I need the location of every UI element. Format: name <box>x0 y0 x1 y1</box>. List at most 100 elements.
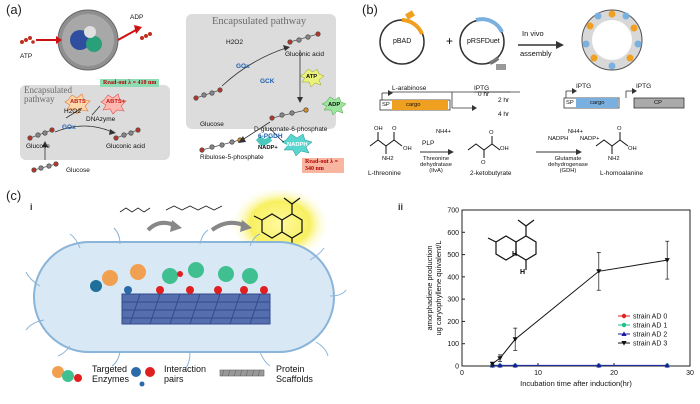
data-point <box>596 269 602 274</box>
gox-left-label: GOx <box>62 124 76 131</box>
nadp-label-b: NADP+ <box>580 136 600 142</box>
legend-marker-3 <box>621 341 627 346</box>
nh4-label-1: NH4+ <box>436 129 451 135</box>
panel-c-i-label: i <box>30 202 33 212</box>
panel-c-ii-label: ii <box>398 202 404 212</box>
dnazyme-label: DNAzyme <box>86 116 116 123</box>
in-vivo-label: In vivo <box>522 29 544 38</box>
y-tick-label: 400 <box>447 274 459 281</box>
intermediate-molecule-icon <box>165 205 223 211</box>
data-point <box>664 362 670 368</box>
nh2-label-2: NH2 <box>608 156 620 162</box>
legend-interaction-pairs: Interaction pairs <box>164 364 207 385</box>
nadph-label-a: NADPH <box>287 142 308 148</box>
legend-targeted-enzymes: Targeted Enzymes <box>92 364 130 385</box>
panel-c-label: (c) <box>6 188 22 203</box>
panel-b-graphics <box>369 9 685 158</box>
nadph-label-b: NADPH <box>548 136 569 142</box>
x-axis-label: Incubation time after induction(hr) <box>520 379 632 388</box>
o-label-1: O <box>392 126 397 132</box>
o-label-2: O <box>481 160 486 166</box>
gluconic-left-label: Gluconic acid <box>106 143 146 150</box>
y-tick-label: 300 <box>447 297 459 304</box>
panel-a-label: (a) <box>6 2 22 17</box>
plus-sign: + <box>446 34 454 48</box>
ketobutyrate-structure <box>467 143 501 151</box>
encapsulated-pathway-right-title: Encapsulated pathway <box>212 16 307 27</box>
chart-structure-inset <box>487 219 537 270</box>
glucose-left-label: Glucose <box>26 143 50 150</box>
y-tick-label: 500 <box>447 252 459 259</box>
time-2-label: 2 hr <box>498 97 510 104</box>
legend-label-3: strain AD 3 <box>633 341 667 348</box>
atp-right-label: ATP <box>306 74 318 80</box>
gox-right-label: GOx <box>236 63 250 70</box>
nh2-label-1: NH2 <box>382 156 394 162</box>
adp-molecule-icon <box>140 32 152 40</box>
assembly-label: assembly <box>520 49 552 58</box>
gluconic-molecule-right-icon <box>287 31 321 45</box>
d-gluconate-label: D-gluconate-6-phosphate <box>254 126 328 133</box>
pgdh-label: 6-PGDH <box>258 133 283 140</box>
cp-label: CP <box>654 100 663 106</box>
l-threonine-structure <box>369 139 403 147</box>
ribulose-label: Ribulose-5-phosphate <box>200 154 264 161</box>
legend-label-2: strain AD 2 <box>633 332 667 339</box>
legend-label-0: strain AD 0 <box>633 314 667 321</box>
nadp-burst-icon <box>256 136 272 146</box>
abts-ox-burst-icon <box>100 93 127 115</box>
h2o2-left-label: H2O2 <box>64 108 81 115</box>
gluconic-right-label: Gluconic acid <box>285 51 325 58</box>
data-point <box>512 337 518 342</box>
x-tick-label: 0 <box>460 370 464 377</box>
y-axis-label-line1: amorphadiene production <box>425 245 434 330</box>
y-tick-label: 200 <box>447 319 459 326</box>
legend-label-1: strain AD 1 <box>633 323 667 330</box>
protein-scaffold <box>121 293 271 325</box>
glutamate-dehydrogenase-label: Glutamate dehydrogenase (GDH) <box>548 156 588 175</box>
nadp-label-a: NADP+ <box>258 145 278 151</box>
sp-left-label: SP <box>382 102 390 108</box>
cargo-left-label: cargo <box>406 102 421 108</box>
adp-right-label: ADP <box>328 102 341 108</box>
panel-c-i-graphics <box>25 190 347 387</box>
atp-label: ATP <box>20 53 33 60</box>
ketobutyrate-label: 2-ketobutyrate <box>470 170 512 177</box>
iptg-right-label-1: IPTG <box>576 83 592 90</box>
l-arabinose-label: L-arabinose <box>392 85 427 92</box>
adp-burst-icon <box>321 96 347 116</box>
time-0-label: 0 hr <box>478 91 490 98</box>
o-label-3: O <box>489 130 494 136</box>
iptg-right-label-2: IPTG <box>636 83 652 90</box>
legend-marker-1 <box>621 322 627 328</box>
oh-label-2: OH <box>403 146 412 152</box>
struct-h-label-1: H <box>512 251 517 258</box>
y-tick-label: 100 <box>447 341 459 348</box>
prsfduet-label: pRSFDuet <box>467 38 500 45</box>
l-homoalanine-structure <box>595 139 629 147</box>
o-label-4: O <box>617 126 622 132</box>
gluconate-molecule-icon <box>269 107 309 121</box>
series-line-3 <box>492 259 668 365</box>
data-point <box>489 361 495 367</box>
nadph-burst-icon <box>281 133 313 157</box>
legend-protein-scaffolds: Protein Scaffolds <box>276 364 313 385</box>
data-point <box>497 362 503 368</box>
struct-h-label-2: H <box>520 269 525 276</box>
y-tick-label: 600 <box>447 230 459 237</box>
data-point <box>664 258 670 263</box>
x-tick-label: 20 <box>610 370 618 377</box>
cargo-right-label: cargo <box>590 100 605 106</box>
readout-410-badge: Read-out λ = 410 nm <box>100 79 160 87</box>
iptg-left-label: IPTG <box>474 85 490 92</box>
legend-marker-0 <box>621 313 627 319</box>
legend-marker-2 <box>621 331 627 336</box>
enzyme-cluster-icons <box>90 262 268 294</box>
y-tick-label: 700 <box>447 208 459 215</box>
threonine-dehydratase-label: Threonine dehydratase (IlvA) <box>420 156 452 175</box>
y-tick-label: 0 <box>455 364 459 371</box>
time-4-label: 4 hr <box>498 111 510 118</box>
x-tick-label: 30 <box>686 370 694 377</box>
adp-label: ADP <box>130 14 144 21</box>
